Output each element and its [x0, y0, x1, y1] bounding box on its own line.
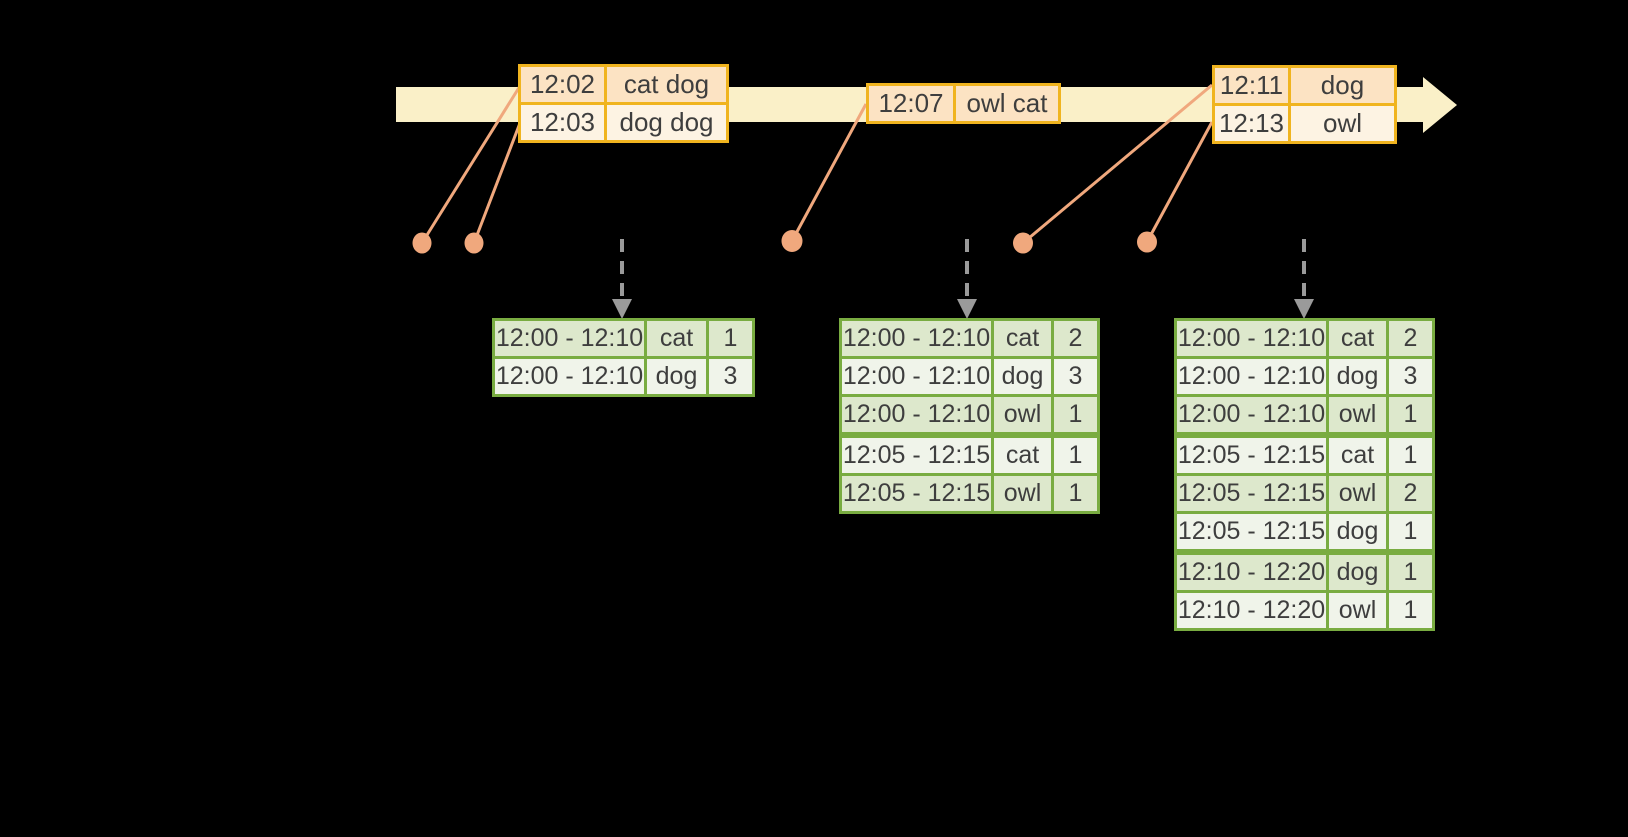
result-word-cell: dog	[644, 356, 709, 397]
event-dot	[464, 232, 484, 254]
result-word-cell: cat	[991, 318, 1054, 359]
event-words-cell: dog	[1288, 65, 1397, 106]
result-word-cell: owl	[991, 394, 1054, 437]
result-word-cell: dog	[1326, 549, 1389, 593]
trigger-arrow-icon	[957, 239, 977, 319]
result-word-cell: owl	[1326, 394, 1389, 437]
result-count-cell: 3	[1386, 356, 1435, 397]
event-time-cell: 12:11	[1212, 65, 1291, 106]
result-window-cell: 12:00 - 12:10	[1174, 318, 1329, 359]
result-word-cell: owl	[1326, 590, 1389, 631]
result-window-cell: 12:00 - 12:10	[492, 356, 647, 397]
event-time-cell: 12:07	[866, 83, 956, 124]
result-window-cell: 12:00 - 12:10	[1174, 356, 1329, 397]
result-window-cell: 12:00 - 12:10	[839, 318, 994, 359]
result-word-cell: dog	[991, 356, 1054, 397]
result-window-cell: 12:05 - 12:15	[839, 432, 994, 476]
result-count-cell: 1	[1386, 394, 1435, 437]
result-window-cell: 12:00 - 12:10	[839, 394, 994, 437]
result-word-cell: owl	[1326, 473, 1389, 514]
event-words-cell: owl cat	[953, 83, 1061, 124]
event-words-cell: dog dog	[604, 102, 729, 143]
timeline-arrowhead-icon	[1423, 77, 1457, 133]
event-connector-line	[790, 103, 868, 242]
result-count-cell: 1	[1386, 432, 1435, 476]
result-window-cell: 12:00 - 12:10	[839, 356, 994, 397]
result-count-cell: 2	[1386, 473, 1435, 514]
result-window-cell: 12:05 - 12:15	[1174, 473, 1329, 514]
event-time-cell: 12:03	[518, 102, 607, 143]
event-dot	[781, 230, 803, 252]
result-word-cell: cat	[991, 432, 1054, 476]
result-word-cell: cat	[644, 318, 709, 359]
result-word-cell: cat	[1326, 318, 1389, 359]
trigger-arrow-icon	[612, 239, 632, 319]
event-words-cell: cat dog	[604, 64, 729, 105]
result-count-cell: 1	[706, 318, 755, 359]
event-connector-line	[472, 122, 522, 244]
result-window-cell: 12:00 - 12:10	[492, 318, 647, 359]
event-time-cell: 12:13	[1212, 103, 1291, 144]
result-window-cell: 12:05 - 12:15	[1174, 432, 1329, 476]
result-count-cell: 1	[1386, 590, 1435, 631]
result-count-cell: 1	[1051, 394, 1100, 437]
result-window-cell: 12:05 - 12:15	[839, 473, 994, 514]
event-connector-line	[1022, 83, 1213, 245]
event-connector-line	[1145, 121, 1214, 243]
result-window-cell: 12:05 - 12:15	[1174, 511, 1329, 554]
event-connector-line	[420, 85, 522, 244]
result-window-cell: 12:00 - 12:10	[1174, 394, 1329, 437]
trigger-arrowhead-icon	[957, 299, 977, 319]
result-window-cell: 12:10 - 12:20	[1174, 590, 1329, 631]
trigger-arrowhead-icon	[612, 299, 632, 319]
result-word-cell: owl	[991, 473, 1054, 514]
result-word-cell: dog	[1326, 356, 1389, 397]
result-word-cell: dog	[1326, 511, 1389, 554]
event-dot	[1137, 231, 1157, 253]
result-count-cell: 3	[1051, 356, 1100, 397]
event-dot	[412, 232, 432, 254]
event-dot	[1013, 232, 1033, 254]
result-count-cell: 2	[1051, 318, 1100, 359]
result-count-cell: 1	[1386, 549, 1435, 593]
trigger-arrow-icon	[1294, 239, 1314, 319]
result-count-cell: 3	[706, 356, 755, 397]
result-count-cell: 2	[1386, 318, 1435, 359]
result-count-cell: 1	[1386, 511, 1435, 554]
result-word-cell: cat	[1326, 432, 1389, 476]
result-count-cell: 1	[1051, 473, 1100, 514]
trigger-arrowhead-icon	[1294, 299, 1314, 319]
result-window-cell: 12:10 - 12:20	[1174, 549, 1329, 593]
event-time-cell: 12:02	[518, 64, 607, 105]
result-count-cell: 1	[1051, 432, 1100, 476]
event-words-cell: owl	[1288, 103, 1397, 144]
